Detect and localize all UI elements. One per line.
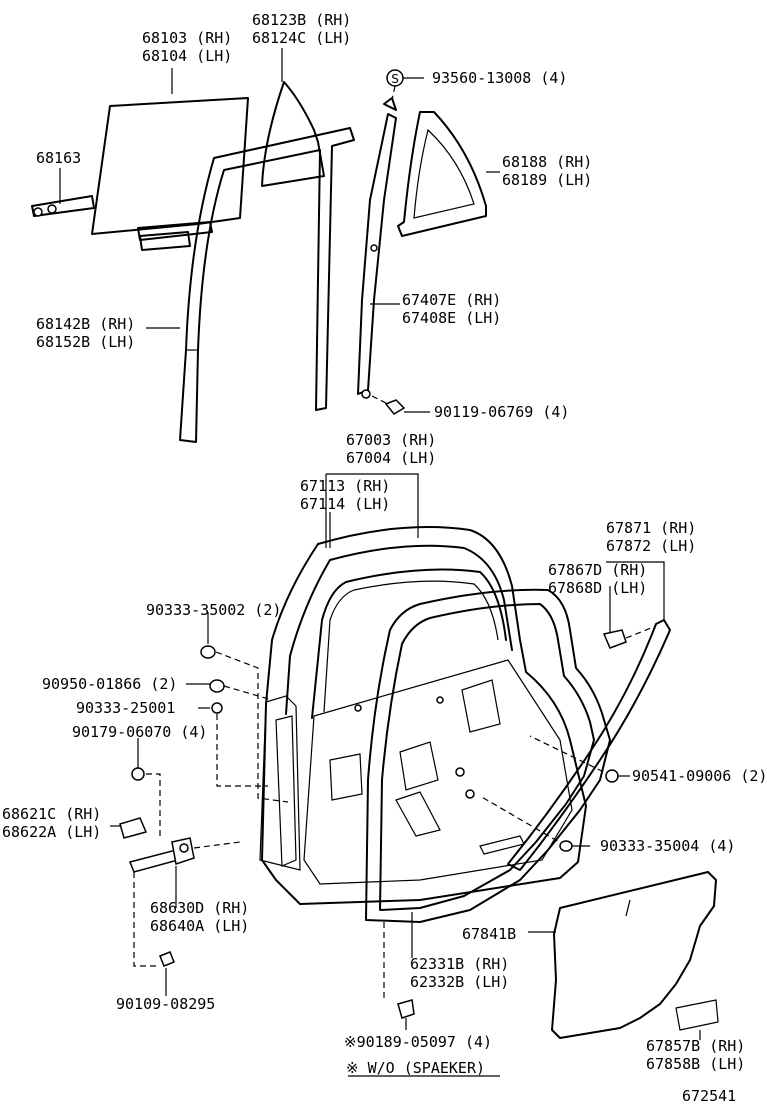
label-67868d: 67868D (LH) (548, 579, 648, 597)
label-67872: 67872 (LH) (606, 537, 697, 555)
run-channel (179, 127, 355, 443)
label-68103: 68103 (RH) (142, 29, 233, 47)
opening-weatherstrip (507, 619, 671, 871)
hole-plugs (200, 645, 289, 803)
label-68621c: 68621C (RH) (2, 805, 102, 823)
label-90333-35004: 90333-35004 (4) (600, 837, 736, 855)
label-67113: 67113 (RH) (300, 477, 391, 495)
label-68640a: 68640A (LH) (150, 917, 250, 935)
label-68104: 68104 (LH) (142, 47, 233, 65)
label-67003: 67003 (RH) (346, 431, 437, 449)
label-90109: 90109-08295 (116, 995, 216, 1013)
label-90179: 90179-06070 (4) (72, 723, 208, 741)
label-90950: 90950-01866 (2) (42, 675, 178, 693)
screw-symbol: S (391, 72, 399, 86)
division-bar (357, 113, 397, 399)
label-67841b: 67841B (462, 925, 517, 943)
label-90541: 90541-09006 (2) (632, 767, 767, 785)
clip-67867d (602, 625, 657, 649)
label-68188: 68188 (RH) (502, 153, 593, 171)
door-glass (91, 97, 249, 251)
label-62332b: 62332B (LH) (410, 973, 510, 991)
label-67867d: 67867D (RH) (548, 561, 648, 579)
check-cover (119, 817, 148, 839)
label-90189: ※90189-05097 (4) (344, 1033, 493, 1051)
label-67114: 67114 (LH) (300, 495, 391, 513)
drawing-number: 672541 (682, 1087, 737, 1105)
label-90333-25001: 90333-25001 (76, 699, 176, 717)
bolt-90109 (133, 872, 175, 967)
glass-channel (31, 195, 95, 217)
label-67004: 67004 (LH) (346, 449, 437, 467)
label-90119: 90119-06769 (4) (434, 403, 570, 421)
label-67407e: 67407E (RH) (402, 291, 502, 309)
label-68142b: 68142B (RH) (36, 315, 136, 333)
door-check (128, 837, 241, 900)
label-68163: 68163 (36, 149, 82, 167)
label-90333-35002: 90333-35002 (2) (146, 601, 282, 619)
label-67858b: 67858B (LH) (646, 1055, 746, 1073)
door-weatherstrip (365, 588, 611, 923)
label-67408e: 67408E (LH) (402, 309, 502, 327)
label-68189: 68189 (LH) (502, 171, 593, 189)
leader-lines (59, 48, 701, 1077)
label-68152b: 68152B (LH) (36, 333, 136, 351)
quarter-window-frame (397, 111, 487, 237)
quarter-glass (261, 81, 325, 187)
label-93560: 93560-13008 (4) (432, 69, 568, 87)
door-panel (259, 526, 587, 905)
label-67857b: 67857B (RH) (646, 1037, 746, 1055)
label-67871: 67871 (RH) (606, 519, 697, 537)
trim-board (551, 871, 719, 1039)
nut-90179 (131, 767, 161, 838)
label-68630d: 68630D (RH) (150, 899, 250, 917)
label-68124c: 68124C (LH) (252, 29, 352, 47)
footnote: ※ W/O (SPAEKER) (346, 1059, 485, 1077)
label-68622a: 68622A (LH) (2, 823, 102, 841)
label-62331b: 62331B (RH) (410, 955, 510, 973)
label-68123b: 68123B (RH) (252, 11, 352, 29)
bolt-90119 (371, 395, 406, 415)
